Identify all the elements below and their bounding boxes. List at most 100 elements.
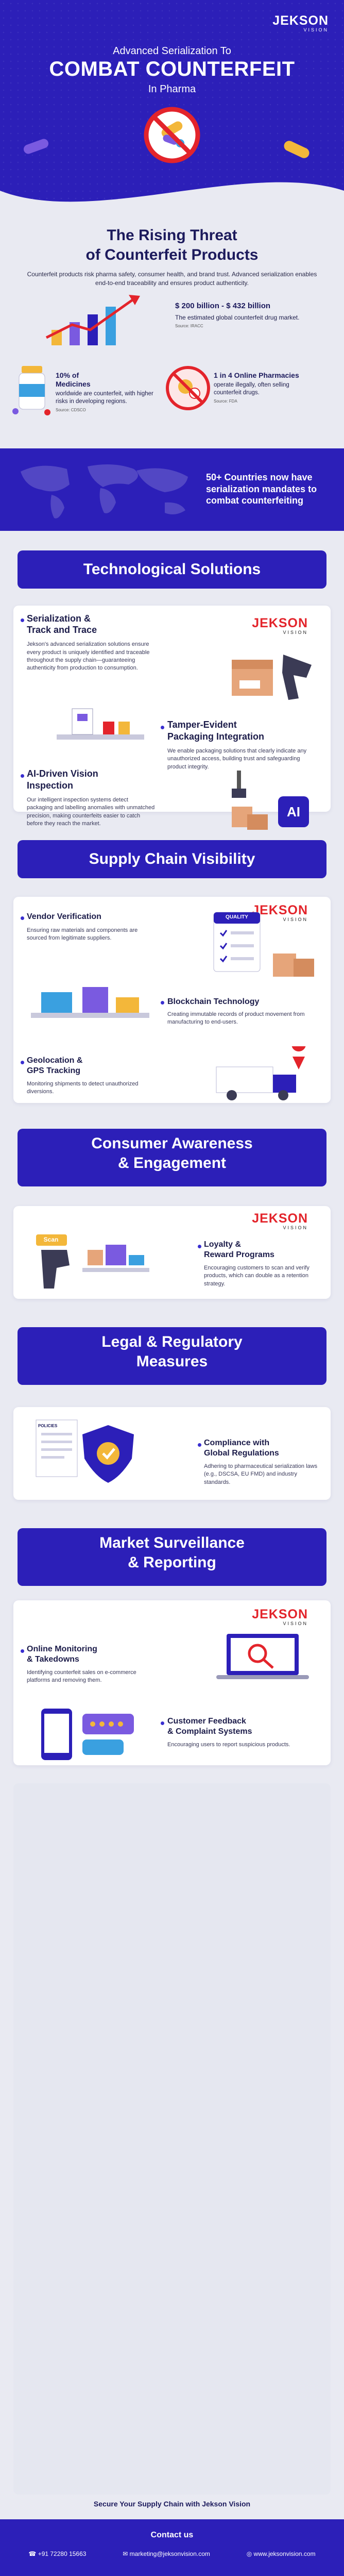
card-text: Creating immutable records of product mo… [167,1011,305,1026]
pills-bottle-icon [12,366,50,415]
card-title-line2: GPS Tracking [27,1066,81,1075]
threat-title-line2: of Counterfeit Products [85,246,259,263]
threat-title-line1: The Rising Threat [107,227,237,244]
hero-posttitle: In Pharma [148,83,196,95]
card-title-line1: Geolocation & [27,1056,83,1065]
threat-intro: Counterfeit products risk pharma safety,… [27,271,317,287]
card-title-line2: Inspection [27,780,74,791]
card-text: Encouraging users to report suspicious p… [167,1742,290,1748]
card-title-line1: Online Monitoring [27,1645,97,1653]
capsule-decoration-icon [284,141,309,158]
capsule-decoration-icon [23,139,49,154]
growth-chart-icon [45,295,140,345]
scan-products-icon [36,1234,149,1289]
boxes-stack-icon [273,954,314,977]
contact-title: Contact us [150,2531,194,2539]
card-serialization: Serialization &Track and Trace Jekson's … [27,613,156,673]
stat-online-pharmacies: 1 in 4 Online Pharmacies operate illegal… [214,371,299,404]
customer-feedback-icon [41,1709,134,1760]
card-text: Jekson's advanced serialization solution… [27,641,150,672]
world-map-icon [21,464,188,518]
card-monitoring: Online Monitoring & Takedowns Identifying… [27,1644,145,1685]
contact-email[interactable]: ✉ marketing@jeksonvision.com [123,2550,210,2557]
hero-title: COMBAT COUNTERFEIT [49,58,295,80]
section-header-market: Market Surveillance& Reporting [18,1528,326,1586]
card-title-line2: Track and Trace [27,624,97,635]
ai-camera-inspection-icon [232,771,309,830]
tech-card-group [13,606,331,812]
online-monitoring-laptop-icon [216,1634,309,1679]
card-title-line2: Packaging Integration [167,731,265,742]
section-header-supply: Supply Chain Visibility [18,840,326,878]
bullet-dot [21,916,24,920]
ai-badge: AI [287,804,300,819]
card-title: Vendor Verification [27,912,101,921]
bullet-dot [161,1721,164,1725]
hero-header: JEKSON VISION Advanced Serialization To … [0,0,344,209]
card-text: Identifying counterfeit sales on e-comme… [27,1669,136,1684]
card-feedback: Customer Feedback& Complaint Systems Enc… [167,1716,317,1749]
card-text: Our intelligent inspection systems detec… [27,797,155,827]
card-title-line1: Loyalty & [204,1240,242,1249]
illegal-pharmacy-icon [166,366,210,410]
card-text: Encouraging customers to scan and verify… [204,1265,309,1287]
card-text: We enable packaging solutions that clear… [167,748,307,770]
blockchain-factory-icon [31,987,149,1018]
section-header-consumer: Consumer Awareness& Engagement [18,1129,326,1186]
packaging-machine-icon [57,708,144,740]
section-header-tech: Technological Solutions [18,550,326,589]
card-title-line1: Customer Feedback [167,1717,246,1726]
card-title-line1: Compliance with [204,1438,270,1447]
bullet-dot [21,618,24,622]
card-text: Ensuring raw materials and components ar… [27,927,138,942]
card-title-line1: Serialization & [27,613,91,624]
header-curve [0,182,344,222]
threat-section: The Rising Threat of Counterfeit Product… [0,227,344,288]
card-text: Adhering to pharmaceutical serialization… [204,1463,318,1485]
card-loyalty: Loyalty &Reward Programs Encouraging cus… [204,1240,317,1288]
contact-phone[interactable]: ☎ +91 72280 15663 [28,2550,87,2557]
hero-pretitle: Advanced Serialization To [113,45,231,57]
card-vendor: Vendor Verification Ensuring raw materia… [27,912,145,943]
footer-contact: Contact us ☎ +91 72280 15663 ✉ marketing… [0,2519,344,2576]
stat-market-size: $ 200 billion - $ 432 billion The estima… [175,302,300,328]
card-title-line2: Reward Programs [204,1250,274,1259]
jekson-logo[interactable]: JEKSON VISION [272,13,329,32]
stat-counterfeit-medicines: 10% of Medicines worldwide are counterfe… [56,371,153,412]
world-mandates-text: 50+ Countries now have serialization man… [206,472,317,506]
card-blockchain: Blockchain Technology Creating immutable… [167,997,312,1027]
bullet-dot [198,1245,201,1248]
email-icon: ✉ [123,2550,130,2557]
card-title-line1: Tamper-Evident [167,720,237,730]
world-mandates-banner: 50+ Countries now have serialization man… [0,448,344,531]
no-counterfeit-pills-icon [144,107,200,163]
phone-icon: ☎ [28,2550,38,2557]
card-geolocation: Geolocation &GPS Tracking Monitoring shi… [27,1056,156,1096]
bullet-dot [21,1061,24,1064]
policies-shield-icon [36,1419,134,1483]
bullet-dot [21,774,24,778]
bullet-dot [21,1649,24,1653]
barcode-scanner-box-icon [232,655,312,700]
contact-website[interactable]: ◎ www.jeksonvision.com [246,2550,316,2557]
quality-doc-label: QUALITY [226,914,248,920]
card-title-line2: & Takedowns [27,1655,79,1664]
bullet-dot [161,1001,164,1005]
card-title-line1: AI-Driven Vision [27,768,98,779]
card-title-line2: Global Regulations [204,1449,279,1458]
bullet-dot [198,1443,201,1447]
card-title-line2: & Complaint Systems [167,1727,252,1736]
background-panel [13,1783,331,2495]
scan-label: Scan [43,1236,59,1243]
bullet-dot [161,726,164,729]
quality-checklist-icon [213,912,261,972]
card-text: Monitoring shipments to detect unauthori… [27,1081,139,1095]
policies-doc-label: POLICIES [38,1424,58,1428]
